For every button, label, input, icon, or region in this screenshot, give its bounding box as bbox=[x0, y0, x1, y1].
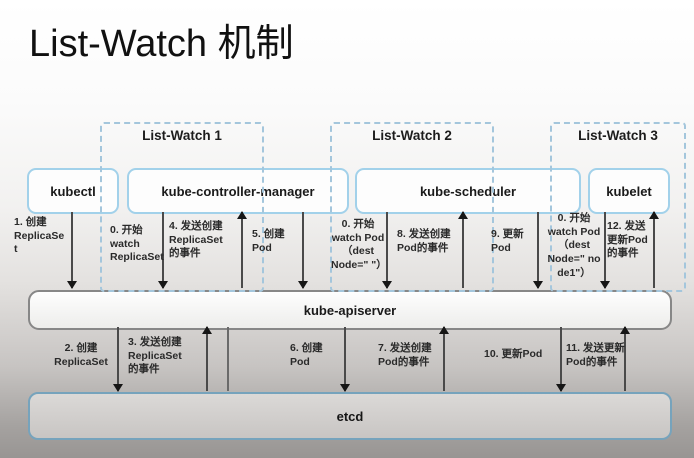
label-msg-9: 9. 更新 Pod bbox=[491, 228, 524, 254]
connector-line bbox=[227, 327, 229, 391]
arrow-0-watch-pod-down bbox=[382, 212, 392, 289]
arrow-7-etcd-to-apiserver bbox=[439, 326, 449, 391]
node-etcd: etcd bbox=[28, 392, 672, 440]
node-kubelet: kubelet bbox=[588, 168, 670, 214]
label-msg-11: 11. 发送更新 Pod的事件 bbox=[566, 342, 625, 368]
label-msg-8: 8. 发送创建 Pod的事件 bbox=[397, 228, 451, 254]
arrow-2-apiserver-to-etcd bbox=[113, 327, 123, 392]
label-msg-4: 4. 发送创建 ReplicaSet 的事件 bbox=[169, 220, 223, 260]
label-msg-10: 10. 更新Pod bbox=[484, 348, 543, 360]
arrow-3-etcd-to-apiserver bbox=[202, 326, 212, 391]
arrow-10-apiserver-to-etcd bbox=[556, 327, 566, 392]
label-msg-7: 7. 发送创建 Pod的事件 bbox=[378, 342, 432, 368]
node-kube-controller-manager: kube-controller-manager bbox=[127, 168, 349, 214]
label-msg-1: 1. 创建 ReplicaSe t bbox=[14, 216, 65, 256]
arrow-8-apiserver-to-scheduler bbox=[458, 211, 468, 288]
arrow-5-controller-to-apiserver bbox=[298, 212, 308, 289]
group-list-watch-3-label: List-Watch 3 bbox=[578, 128, 658, 143]
arrow-0-watch-replicaset-down bbox=[158, 212, 168, 289]
node-kube-apiserver: kube-apiserver bbox=[28, 290, 672, 330]
label-msg-6: 6. 创建 Pod bbox=[290, 342, 323, 368]
node-kubectl: kubectl bbox=[27, 168, 119, 214]
arrow-0-watch-pod-node1-down bbox=[600, 212, 610, 289]
page-title: List-Watch 机制 bbox=[29, 23, 294, 65]
node-kube-scheduler: kube-scheduler bbox=[355, 168, 581, 214]
label-msg-0a: 0. 开始 watch ReplicaSet bbox=[110, 224, 164, 264]
arrow-4-apiserver-to-controller bbox=[237, 211, 247, 288]
group-list-watch-1-label: List-Watch 1 bbox=[142, 128, 222, 143]
label-msg-5: 5. 创建 Pod bbox=[252, 228, 285, 254]
group-list-watch-2-label: List-Watch 2 bbox=[372, 128, 452, 143]
arrow-12-apiserver-to-kubelet bbox=[649, 211, 659, 288]
label-msg-2: 2. 创建 ReplicaSet bbox=[54, 342, 108, 368]
label-msg-0c: 0. 开始 watch Pod （dest Node=" no de1"） bbox=[547, 212, 601, 279]
label-msg-0b: 0. 开始 watch Pod （dest Node=" "） bbox=[331, 218, 387, 271]
arrow-6-apiserver-to-etcd bbox=[340, 327, 350, 392]
label-msg-3: 3. 发送创建 ReplicaSet 的事件 bbox=[128, 336, 182, 376]
arrow-9-scheduler-to-apiserver bbox=[533, 212, 543, 289]
arrow-11-etcd-to-apiserver bbox=[620, 326, 630, 391]
label-msg-12: 12. 发送 更新Pod 的事件 bbox=[607, 220, 648, 260]
arrow-1-kubectl-to-apiserver bbox=[67, 212, 77, 289]
